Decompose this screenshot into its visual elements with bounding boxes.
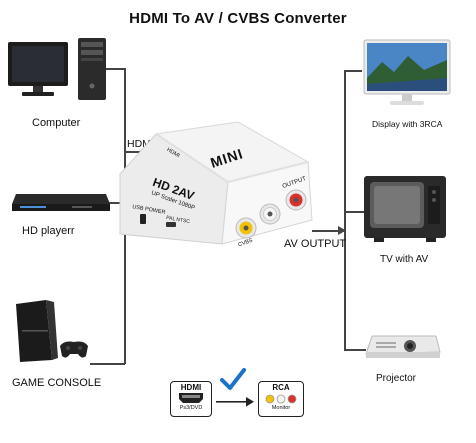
crt-tv-icon (364, 176, 446, 242)
rca-ports-icon (265, 394, 297, 404)
hdmi-port-icon (179, 393, 203, 403)
projector-label: Projector (376, 373, 417, 384)
source-branch-console (90, 363, 125, 365)
bottom-rca-label: RCA (272, 383, 290, 392)
bottom-arrow (216, 397, 254, 407)
display-label: Display with 3RCA (372, 119, 443, 129)
bottom-rca-box: RCA Monitor (258, 381, 304, 417)
bottom-hdmi-box: HDMI Ps3/DVD (170, 381, 212, 417)
av-output-arrow (338, 226, 346, 235)
console-label: GAME CONSOLE (12, 377, 102, 389)
bottom-hdmi-sublabel: Ps3/DVD (179, 405, 203, 411)
page-title: HDMI To AV / CVBS Converter (129, 10, 347, 27)
display-monitor-icon (363, 39, 451, 105)
projector-icon (365, 335, 441, 358)
av-output-line (312, 230, 345, 232)
player-label: HD playerr (22, 225, 75, 237)
computer-icon (8, 38, 106, 100)
source-branch-computer (106, 68, 125, 70)
tv-label: TV with AV (380, 254, 429, 265)
rca-jacks (235, 189, 307, 239)
computer-label: Computer (32, 117, 81, 129)
source-branch-player (106, 202, 125, 204)
game-console-icon (16, 300, 88, 362)
output-branch-projector (344, 349, 366, 351)
output-bus-line (344, 70, 346, 350)
checkmark-icon (220, 368, 246, 390)
blu-ray-player-icon (12, 194, 110, 211)
output-branch-display (344, 70, 362, 72)
av-output-label: AV OUTPUT (284, 238, 347, 250)
bottom-hdmi-label: HDMI (180, 383, 202, 392)
output-branch-tv (344, 211, 364, 213)
bottom-rca-sublabel: Monitor (271, 405, 291, 411)
